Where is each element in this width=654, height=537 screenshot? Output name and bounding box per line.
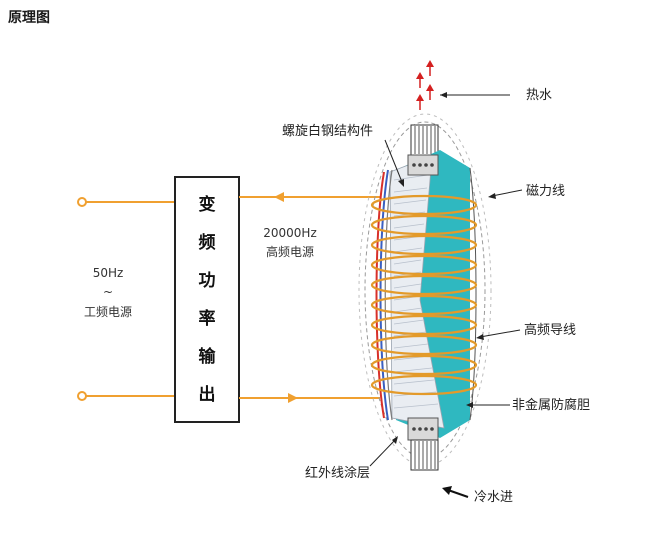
hf-wire-top-arrow (274, 192, 284, 202)
hf-wire-bottom-arrow (288, 393, 298, 403)
frequency-converter-box: 变 频 功 率 输 出 (174, 176, 240, 423)
callouts (369, 92, 523, 498)
hf-wire-label: 高频导线 (524, 322, 576, 338)
infrared-coating-blue (379, 169, 389, 421)
box-char-1: 变 (199, 194, 216, 215)
liner-wall-line (384, 169, 393, 421)
input-terminal-top (77, 197, 87, 207)
input-terminal-bottom (77, 391, 87, 401)
input-tilde-label: ~ (103, 285, 113, 299)
liner-label: 非金属防腐胆 (512, 397, 590, 413)
hf-name-label: 高频电源 (266, 244, 314, 259)
magnetic-field-outer (358, 113, 492, 467)
hot-water-arrows (416, 60, 434, 110)
high-frequency-coil (370, 194, 478, 396)
top-cap (407, 154, 439, 176)
infrared-coating-label: 红外线涂层 (305, 465, 370, 481)
box-char-2: 频 (199, 232, 216, 253)
cold-water-label: 冷水进 (474, 490, 513, 505)
box-char-4: 率 (199, 308, 216, 329)
hot-water-label: 热水 (526, 88, 552, 103)
box-char-5: 输 (199, 346, 217, 367)
diagram-title: 原理图 (8, 10, 50, 26)
hf-output-wires (239, 192, 380, 403)
magnetic-field-label: 磁力线 (526, 184, 565, 199)
box-char-3: 功 (199, 271, 216, 291)
box-char-6: 出 (199, 384, 216, 405)
input-freq-label: 50Hz (93, 266, 124, 280)
input-name-label: 工频电源 (84, 305, 132, 319)
input-wires (77, 197, 175, 401)
liner-right-wall (469, 167, 477, 421)
heater-assembly (358, 60, 492, 471)
infrared-coating-red (375, 171, 385, 419)
spiral-steel-label: 螺旋白钢结构件 (282, 123, 373, 139)
hf-freq-label: 20000Hz (263, 226, 317, 240)
